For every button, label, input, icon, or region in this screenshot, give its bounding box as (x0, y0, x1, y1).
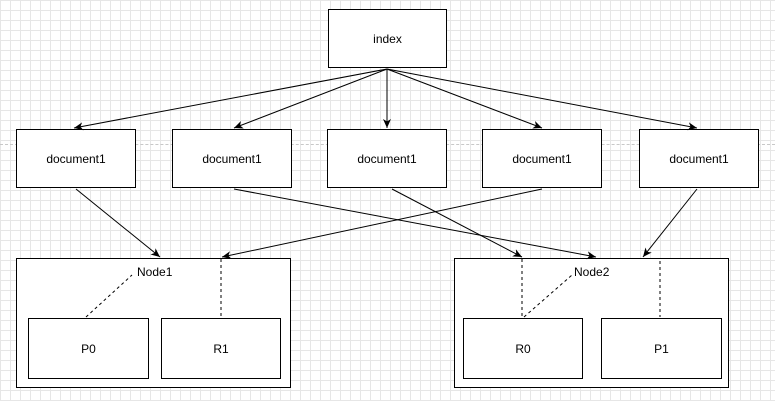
document-label: document1 (202, 151, 262, 166)
shard-r0[interactable]: R0 (463, 318, 583, 379)
shard-p0[interactable]: P0 (28, 318, 149, 379)
edge-index-doc1 (73, 68, 388, 131)
document-box-3[interactable]: document1 (327, 129, 447, 188)
edge-doc5-node2 (642, 188, 698, 258)
node2-label: Node2 (574, 265, 610, 279)
index-box[interactable]: index (328, 9, 447, 68)
document-label: document1 (357, 151, 417, 166)
edge-doc1-node1 (75, 188, 161, 258)
shard-label: R0 (515, 341, 531, 356)
shard-r1[interactable]: R1 (161, 318, 281, 379)
document-box-4[interactable]: document1 (482, 129, 602, 188)
shard-p1[interactable]: P1 (601, 318, 722, 379)
document-label: document1 (512, 151, 572, 166)
shard-label: P0 (81, 341, 96, 356)
document-label: document1 (669, 151, 729, 166)
edge-doc2-node2 (233, 188, 597, 260)
document-box-1[interactable]: document1 (16, 129, 136, 188)
document-label: document1 (46, 151, 106, 166)
edge-doc3-node2 (391, 188, 523, 258)
shard-label: R1 (213, 341, 229, 356)
node1-label: Node1 (137, 265, 173, 279)
document-box-5[interactable]: document1 (639, 129, 759, 188)
shard-label: P1 (654, 341, 669, 356)
edge-doc4-node1 (221, 188, 543, 260)
edge-index-doc2 (233, 68, 388, 129)
edge-index-doc4 (386, 68, 543, 129)
index-label: index (373, 31, 402, 46)
edge-index-doc5 (386, 68, 698, 131)
document-box-2[interactable]: document1 (172, 129, 292, 188)
